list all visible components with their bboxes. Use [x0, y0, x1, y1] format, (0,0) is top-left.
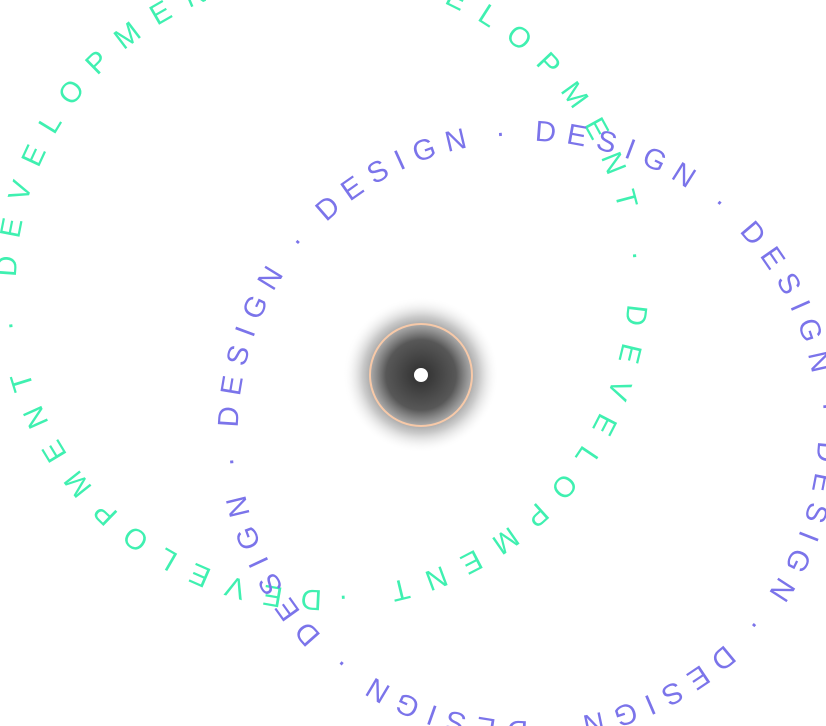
- design-ring-text: DESIGN · DESIGN · DESIGN · DESIGN · DESI…: [213, 116, 826, 726]
- center-dot: [414, 368, 428, 382]
- development-ring-text: DEVELOPMENT · DEVELOPMENT · DEVELOPMENT …: [0, 0, 644, 615]
- center-ring: [369, 323, 473, 427]
- center-focus: [343, 297, 499, 453]
- development-ring-label: DEVELOPMENT · DEVELOPMENT · DEVELOPMENT …: [0, 0, 644, 615]
- design-ring-label: DESIGN · DESIGN · DESIGN · DESIGN · DESI…: [213, 116, 826, 726]
